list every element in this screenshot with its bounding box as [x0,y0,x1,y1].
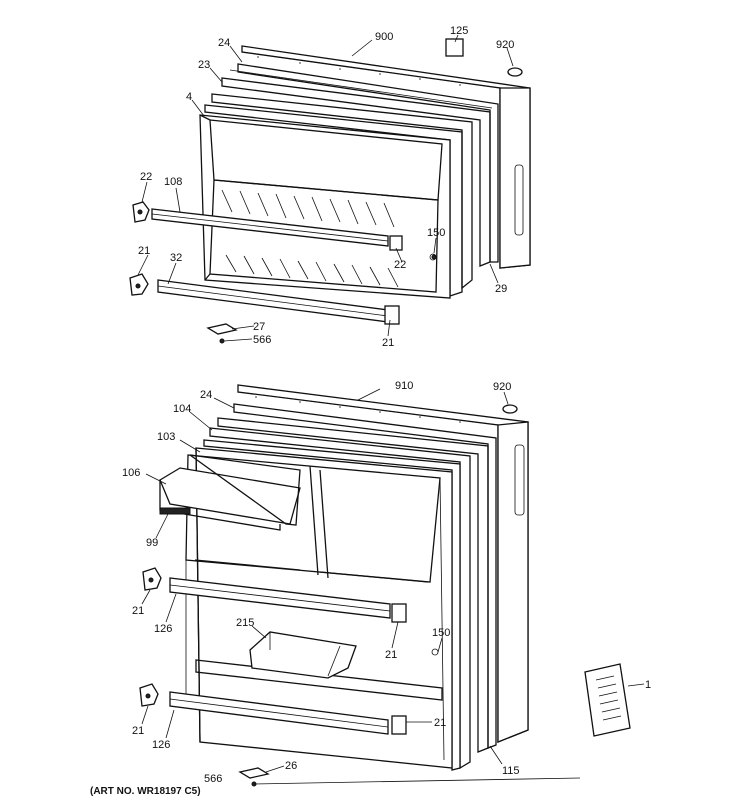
shelf-bar-108 [151,208,389,247]
callout-4: 4 [186,91,192,103]
screw-566 [219,338,225,344]
callout-108: 108 [164,176,182,188]
callout-32: 32 [170,252,182,264]
shelf-bracket-21-lower-right [391,715,407,735]
callout-920: 920 [496,39,514,51]
callout-21-lower-right: 21 [434,717,446,729]
door-gasket-24-lower [217,403,497,753]
shelf-bracket-21-upper-left [142,567,162,591]
callout-24: 24 [218,37,230,49]
callout-23: 23 [198,59,210,71]
callout-1: 1 [645,679,651,691]
callout-99: 99 [146,537,158,549]
callout-150-lower: 150 [432,627,450,639]
shelf-bracket-21-lower-left [139,683,159,707]
callout-910: 910 [395,380,413,392]
shelf-bracket-21-upper-right [391,603,407,623]
dairy-compartment-106 [159,454,301,531]
art-number: (ART NO. WR18197 C5) [90,786,201,797]
callout-27: 27 [253,321,265,333]
callout-215: 215 [236,617,254,629]
callout-21: 21 [138,245,150,257]
outer-door-panel-900 [241,45,531,269]
callout-920-lower: 920 [493,381,511,393]
callout-126-lower: 126 [152,739,170,751]
callout-566-lower: 566 [204,773,222,785]
callout-104: 104 [173,403,191,415]
callout-29: 29 [495,283,507,295]
callout-115: 115 [502,765,520,777]
hinge-27 [206,323,238,335]
callout-21-upper-right: 21 [385,649,397,661]
callout-21-lower-left: 21 [132,725,144,737]
shelf-bracket-22-right [389,235,403,251]
shelf-bracket-21-left [129,273,149,296]
callout-106: 106 [122,467,140,479]
freezer-door-assembly [129,34,531,344]
screw-150 [431,254,437,260]
label-125 [445,38,464,57]
callout-21-right: 21 [382,337,394,349]
callout-22-right: 22 [394,259,406,271]
callout-103: 103 [157,431,175,443]
fresh-food-door-assembly [139,384,645,787]
callout-150: 150 [427,227,445,239]
plug-920 [507,67,523,77]
egg-shelf-215 [249,631,357,679]
plug-920-lower [502,404,518,414]
door-gasket-24 [221,63,499,267]
hinge-26 [238,767,270,779]
callout-22: 22 [140,171,152,183]
callout-26: 26 [285,760,297,772]
callout-900: 900 [375,31,393,43]
top-callouts: 900 125 920 24 23 4 22 108 21 32 150 22 … [138,25,514,349]
callout-126-upper: 126 [154,623,172,635]
outer-door-panel-910 [237,384,529,743]
bottom-callouts: 910 920 24 104 103 106 99 21 126 215 150… [122,380,651,785]
door-frame-104 [203,427,471,771]
shelf-bar-126-lower [169,691,389,735]
callout-21-upper-left: 21 [132,605,144,617]
callout-125: 125 [450,25,468,37]
inner-door-liner-4 [199,114,451,299]
shelf-bar-126-upper [169,577,391,619]
callout-566: 566 [253,334,271,346]
shelf-bracket-22-left [132,201,150,223]
callout-24-lower: 24 [200,389,212,401]
use-and-care-booklet-1 [584,663,631,737]
shelf-bracket-21-right [384,305,400,325]
